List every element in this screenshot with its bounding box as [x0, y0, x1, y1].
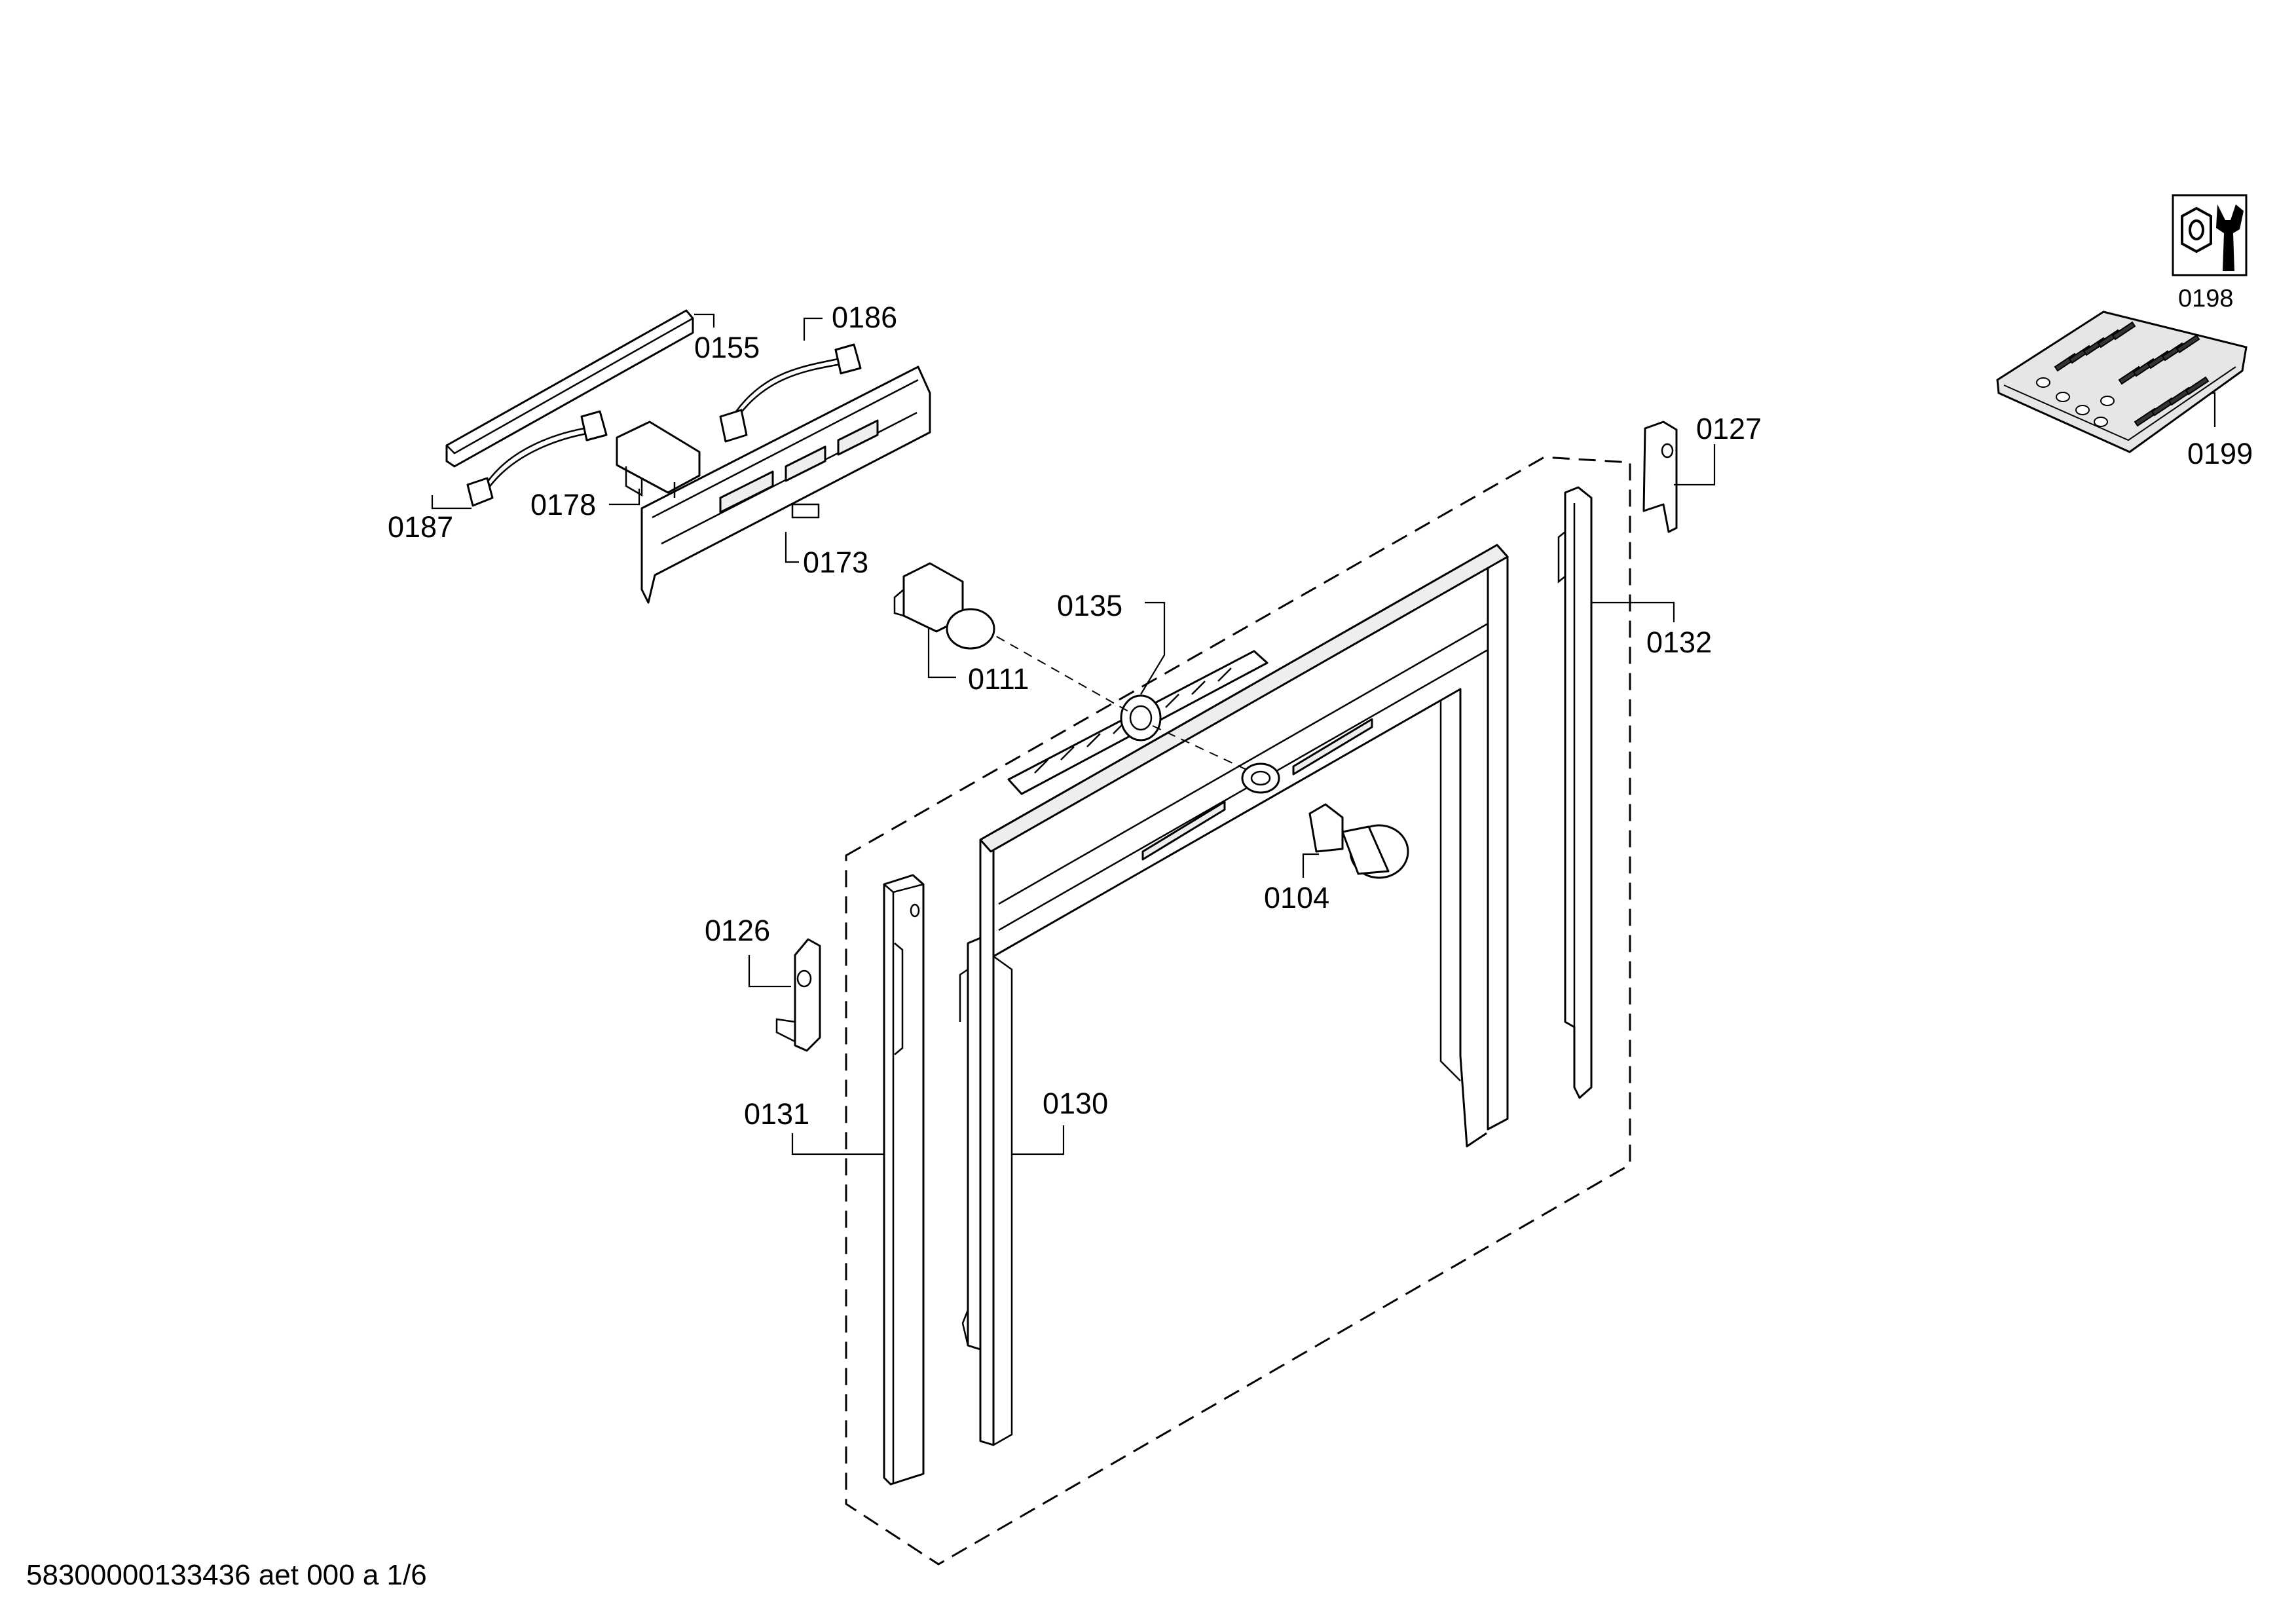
control-bar-0135 — [969, 620, 1268, 795]
label-0131: 0131 — [744, 1097, 809, 1131]
switch-0178 — [616, 421, 701, 498]
label-0178: 0178 — [530, 488, 596, 521]
label-0199: 0199 — [2187, 437, 2253, 470]
label-0155: 0155 — [694, 331, 760, 364]
drawing-reference: 58300000133436 aet 000 a 1/6 — [26, 1559, 427, 1591]
front-frame — [959, 544, 1509, 1446]
label-0186: 0186 — [832, 301, 897, 334]
cable-0187 — [466, 410, 608, 507]
control-knob-0104 — [1308, 803, 1409, 879]
part-labels: 0155 0186 0187 0178 0173 0111 0135 0127 … — [388, 285, 2253, 1131]
bracket-0127 — [1642, 421, 1678, 533]
label-0187: 0187 — [388, 510, 453, 544]
label-0198: 0198 — [2178, 285, 2234, 312]
knob-actuator-0111 — [893, 562, 995, 650]
cable-0186 — [719, 343, 862, 443]
assembly-boundary — [845, 456, 1631, 1566]
bracket-0126 — [775, 938, 821, 1052]
label-0173: 0173 — [803, 546, 868, 579]
label-0130: 0130 — [1043, 1087, 1108, 1120]
label-0135: 0135 — [1057, 589, 1122, 622]
screw-bag-icon — [1996, 310, 2248, 453]
right-frame-strip — [1557, 486, 1593, 1099]
label-0126: 0126 — [705, 914, 770, 947]
left-frame-strip — [883, 874, 925, 1486]
label-0111: 0111 — [968, 662, 1029, 696]
nut-and-wrench-icon — [2172, 194, 2248, 276]
label-0132: 0132 — [1646, 626, 1712, 659]
leader-lines — [431, 313, 2216, 1155]
label-0127: 0127 — [1696, 412, 1762, 445]
label-0104: 0104 — [1264, 881, 1329, 914]
control-board-0173 — [640, 366, 931, 604]
rail-0155 — [445, 309, 694, 468]
